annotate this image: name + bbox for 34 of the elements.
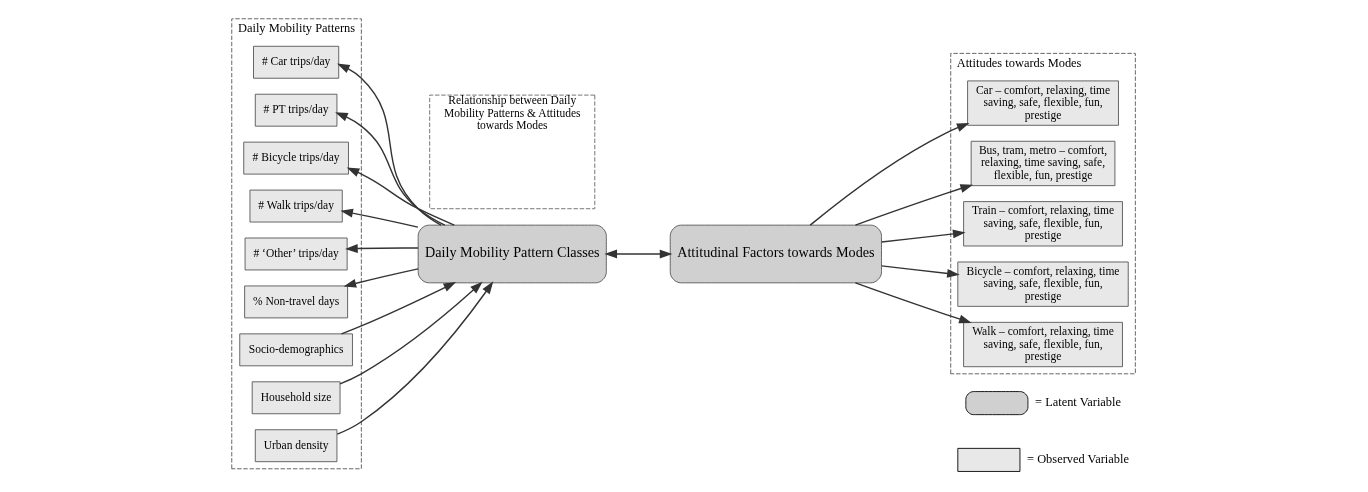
arrow [880, 229, 966, 243]
node-box: # ‘Other’ trips/day [244, 237, 348, 271]
node-box: # Car trips/day [253, 45, 340, 79]
arrow [854, 184, 973, 226]
node-box: Walk – comfort, relaxing, time saving, safe, flexible, fun, prestige [963, 321, 1123, 368]
node-box: Train – comfort, relaxing, time saving, safe, flexible, fun, prestige [963, 201, 1123, 247]
arrow [854, 282, 972, 324]
node-box: Daily Mobility Pattern Classes [417, 224, 607, 284]
node-box: Household size [251, 381, 341, 415]
arrow [340, 208, 419, 228]
node-box: Relationship between Daily Mobility Patterns & Attitudes towards Modes [429, 94, 596, 210]
node-box: # Walk trips/day [249, 189, 343, 223]
arrow [335, 112, 446, 226]
node-box: Socio-demographics [239, 333, 353, 367]
arrow [339, 281, 483, 385]
arrow [340, 281, 457, 335]
legend-label: = Observed Variable [1027, 452, 1129, 467]
legend-label: = Latent Variable [1035, 395, 1122, 410]
arrow [337, 63, 442, 226]
node-box: Car – comfort, relaxing, time saving, safe, flexible, fun, prestige [967, 80, 1119, 126]
arrow [336, 281, 494, 435]
arrow [346, 167, 455, 226]
arrow [343, 268, 419, 288]
node-box: # Bicycle trips/day [243, 141, 349, 175]
node-box: # PT trips/day [254, 93, 338, 127]
node-box: Urban density [254, 429, 338, 463]
arrow [809, 122, 970, 226]
arrow [345, 244, 419, 253]
arrow [604, 249, 673, 259]
node-box: % Non-travel days [244, 285, 349, 319]
node-box: Attitudinal Factors towards Modes [669, 224, 882, 284]
node-box: Bicycle – comfort, relaxing, time saving, safe, flexible, fun, prestige [957, 261, 1129, 307]
node-box: Bus, tram, metro – comfort, relaxing, time saving, safe, flexible, fun, prestige [970, 140, 1116, 187]
arrow [880, 265, 960, 278]
